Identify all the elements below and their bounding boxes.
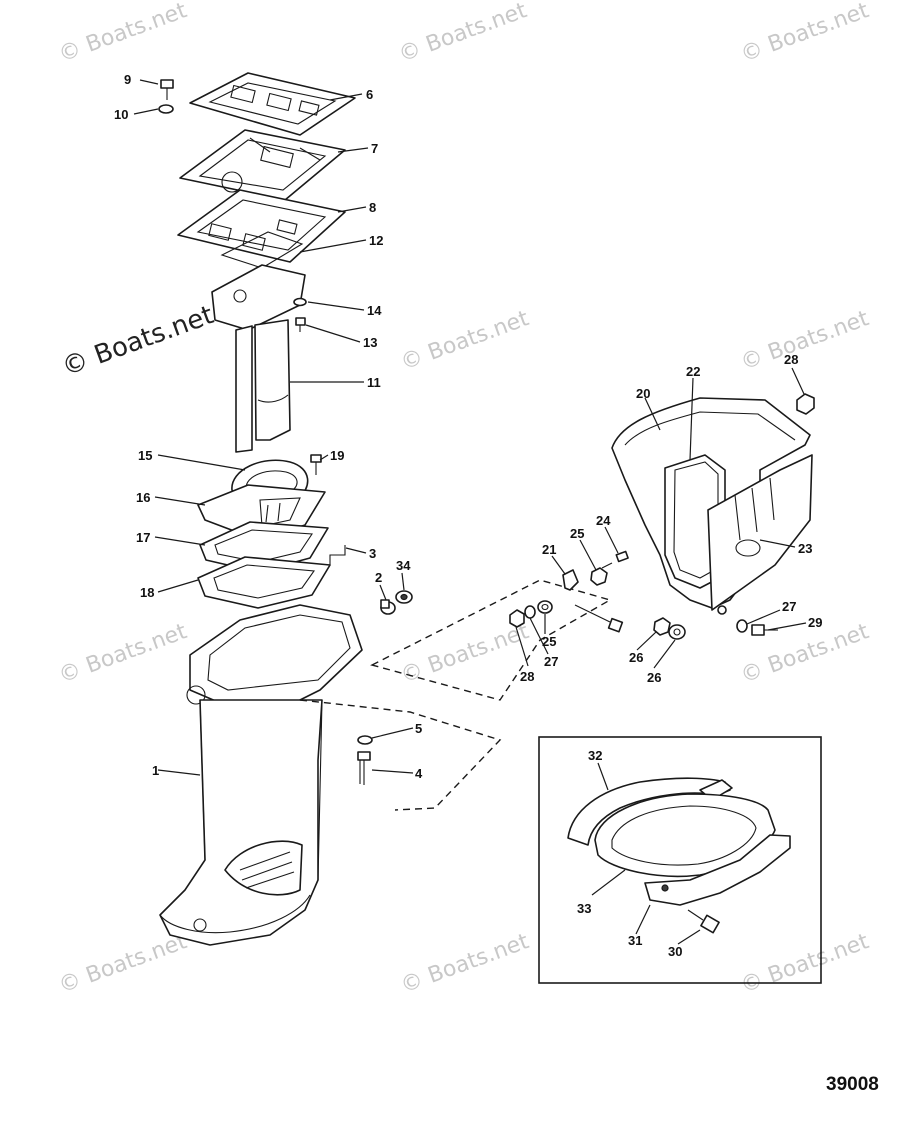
pin-3 xyxy=(329,545,346,565)
watermark-primary: © Boats.net xyxy=(58,300,217,382)
nut-26 xyxy=(590,567,608,586)
watermark: © Boats.net xyxy=(738,0,873,68)
figure-number: 39008 xyxy=(826,1074,879,1095)
nut-28 xyxy=(796,393,815,415)
callout-19: 19 xyxy=(330,448,344,463)
callout-29: 29 xyxy=(808,615,822,630)
washer-14 xyxy=(293,297,307,307)
callout-8: 8 xyxy=(369,200,376,215)
driveshaft-housing-1 xyxy=(159,604,363,946)
bolt-24 xyxy=(601,550,629,569)
callout-24: 24 xyxy=(596,513,611,528)
callout-33: 33 xyxy=(577,901,591,916)
callout-32: 32 xyxy=(588,748,602,763)
callout-20: 20 xyxy=(636,386,650,401)
callout-labels: 9 10 6 7 8 12 14 13 11 15 19 16 17 18 3 … xyxy=(114,72,822,959)
watermark: © Boats.net xyxy=(396,0,531,68)
clamp-band-33 xyxy=(594,793,776,878)
washer-10 xyxy=(158,104,174,114)
callout-16: 16 xyxy=(136,490,150,505)
callout-3: 3 xyxy=(369,546,376,561)
bushing-25 xyxy=(537,600,553,614)
inset-detail-box xyxy=(538,736,822,984)
gasket-18 xyxy=(197,556,331,609)
callout-17: 17 xyxy=(136,530,150,545)
callout-22: 22 xyxy=(686,364,700,379)
callout-12: 12 xyxy=(369,233,383,248)
callout-27: 27 xyxy=(544,654,558,669)
leader-lines xyxy=(133,79,807,945)
cover-23 xyxy=(707,454,813,611)
callout-4: 4 xyxy=(415,766,423,781)
assembly-path xyxy=(370,579,612,701)
screw-4 xyxy=(357,751,371,785)
callout-14: 14 xyxy=(367,303,382,318)
callout-30: 34 xyxy=(396,558,411,573)
bushing-25 xyxy=(668,624,686,640)
callout-7: 7 xyxy=(371,141,378,156)
callout-1: 1 xyxy=(152,763,159,778)
gasket-17 xyxy=(199,521,329,573)
assembly-path xyxy=(299,699,502,811)
nut-28 xyxy=(509,609,525,628)
callout-9: 9 xyxy=(124,72,131,87)
pin xyxy=(717,605,727,615)
callout-25: 26 xyxy=(647,670,661,685)
watermark: © Boats.net xyxy=(56,929,191,999)
watermark: © Boats.net xyxy=(738,306,873,376)
callout-6: 6 xyxy=(366,87,373,102)
gasket-12 xyxy=(220,231,304,269)
callout-26: 26 xyxy=(629,650,643,665)
washer-27 xyxy=(736,619,748,633)
screw-34 xyxy=(687,909,720,934)
watermark: © Boats.net xyxy=(56,619,191,689)
callout-11: 11 xyxy=(367,375,381,390)
callout-2: 2 xyxy=(375,570,382,585)
callout-5: 5 xyxy=(415,721,422,736)
callout-21: 21 xyxy=(542,542,556,557)
screw-19 xyxy=(310,454,322,475)
callout-31: 31 xyxy=(628,933,642,948)
callout-28: 28 xyxy=(784,352,798,367)
callout-23: 23 xyxy=(798,541,812,556)
callout-26: 25 xyxy=(570,526,584,541)
callout-28: 28 xyxy=(520,669,534,684)
washer-27 xyxy=(524,605,536,619)
clamp-31 xyxy=(644,834,791,906)
grommet-30 xyxy=(395,590,413,604)
watermark: © Boats.net xyxy=(398,306,533,376)
callout-13: 13 xyxy=(363,335,377,350)
adapter-plate-7 xyxy=(179,129,346,201)
nut-26 xyxy=(653,617,671,636)
gasket-8 xyxy=(177,189,346,263)
callout-34: 30 xyxy=(668,944,682,959)
plug-2 xyxy=(380,599,396,615)
gasket-6 xyxy=(189,72,356,136)
callout-18: 18 xyxy=(140,585,154,600)
exhaust-tube-11 xyxy=(211,264,306,453)
watermark: © Boats.net xyxy=(398,929,533,999)
bolt xyxy=(574,604,624,633)
screw-29 xyxy=(751,624,778,636)
callout-27: 27 xyxy=(782,599,796,614)
callout-10: 10 xyxy=(114,107,128,122)
watermark: © Boats.net xyxy=(738,929,873,999)
callout-15: 15 xyxy=(138,448,152,463)
bolt-9 xyxy=(160,79,174,100)
callout-25: 25 xyxy=(542,634,556,649)
plate-21 xyxy=(562,569,579,591)
bolt-13 xyxy=(295,317,306,332)
watermark: © Boats.net xyxy=(56,0,191,68)
washer-5 xyxy=(357,735,373,745)
